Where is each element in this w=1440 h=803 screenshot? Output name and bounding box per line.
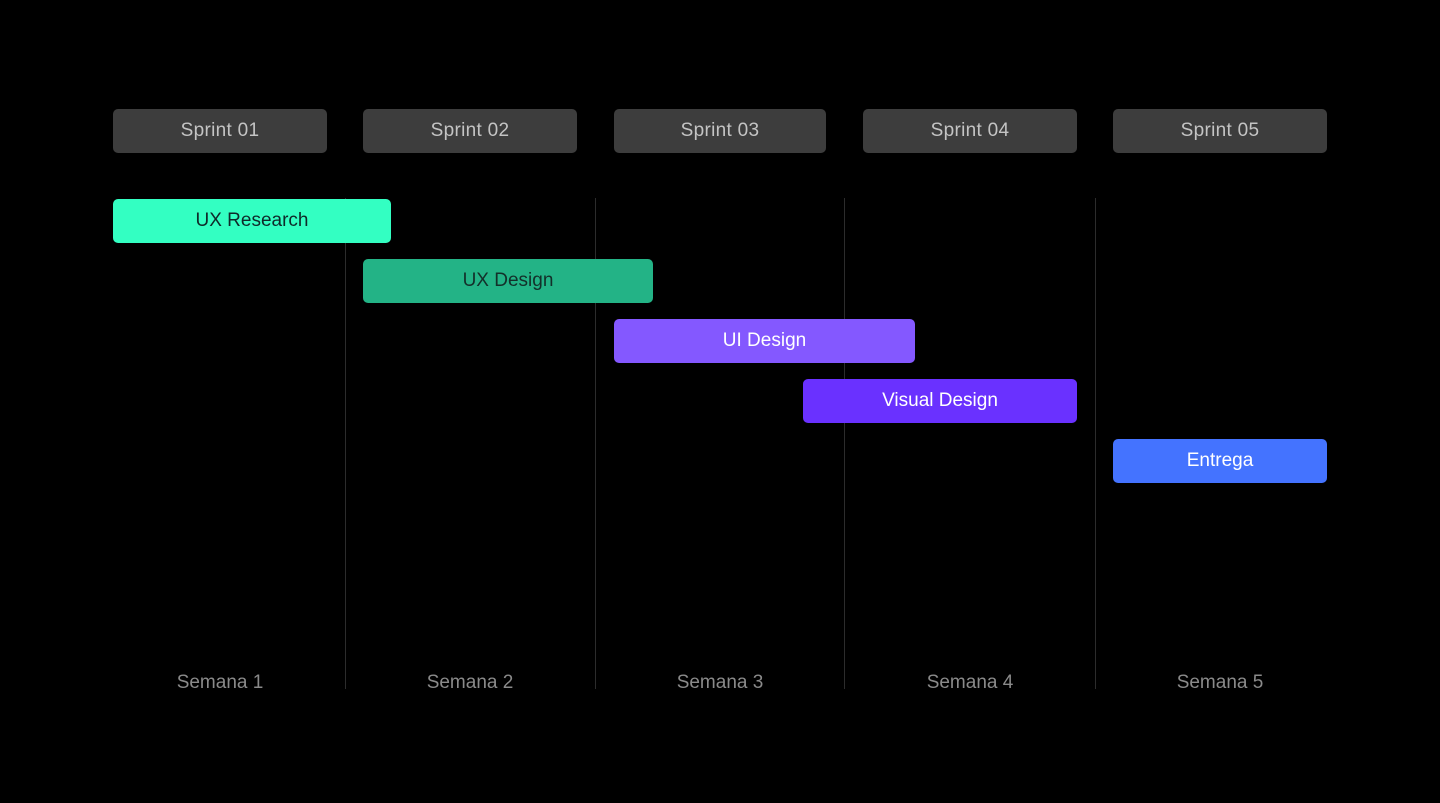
column-divider: [1095, 198, 1096, 689]
sprint-header-03: Sprint 03: [614, 109, 826, 153]
task-bar-ux-design: UX Design: [363, 259, 653, 303]
week-label-4: Semana 4: [926, 672, 1014, 693]
sprint-header-02: Sprint 02: [363, 109, 577, 153]
task-bar-ux-research: UX Research: [113, 199, 391, 243]
week-label-1: Semana 1: [176, 672, 264, 693]
week-label-5: Semana 5: [1176, 672, 1264, 693]
sprint-header-04: Sprint 04: [863, 109, 1077, 153]
sprint-header-05: Sprint 05: [1113, 109, 1327, 153]
column-divider: [595, 198, 596, 689]
task-bar-entrega: Entrega: [1113, 439, 1327, 483]
task-bar-visual-design: Visual Design: [803, 379, 1077, 423]
column-divider: [345, 198, 346, 689]
task-bar-ui-design: UI Design: [614, 319, 915, 363]
column-divider: [844, 198, 845, 689]
sprint-header-01: Sprint 01: [113, 109, 327, 153]
week-label-3: Semana 3: [676, 672, 764, 693]
week-label-2: Semana 2: [426, 672, 514, 693]
